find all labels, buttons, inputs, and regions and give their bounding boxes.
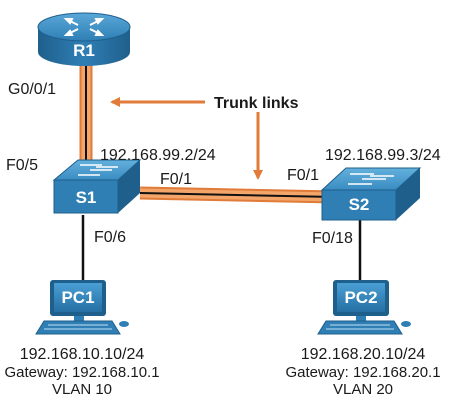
pc-icon xyxy=(35,280,129,335)
pc2-ip-address: 192.168.20.10/24 xyxy=(301,346,426,363)
pc2-label: PC2 xyxy=(344,288,377,307)
switch-icon xyxy=(320,167,422,221)
router-r1[interactable]: R1 xyxy=(37,12,131,66)
switch-s2-label: S2 xyxy=(349,195,370,214)
s2-f018-label: F0/18 xyxy=(312,230,353,247)
pc2-vlan: VLAN 20 xyxy=(333,381,393,398)
trunk-links-annotation: Trunk links xyxy=(214,95,299,112)
router-icon xyxy=(37,12,131,66)
pc1[interactable]: PC1 xyxy=(35,280,129,335)
switch-icon xyxy=(52,159,142,214)
switch-s2[interactable]: S2 xyxy=(320,167,422,221)
s1-f06-label: F0/6 xyxy=(94,229,126,246)
s1-ip-address: 192.168.99.2/24 xyxy=(100,147,216,164)
s1-f05-label: F0/5 xyxy=(6,157,38,174)
s2-ip-address: 192.168.99.3/24 xyxy=(325,147,441,164)
pc1-ip-address: 192.168.10.10/24 xyxy=(20,346,145,363)
pc1-label: PC1 xyxy=(61,288,94,307)
trunk-links xyxy=(79,58,336,204)
pc2[interactable]: PC2 xyxy=(317,280,411,335)
r1-interface-label: G0/0/1 xyxy=(8,81,56,98)
pc2-gateway: Gateway: 192.168.20.1 xyxy=(285,364,440,381)
s2-f01-label: F0/1 xyxy=(287,167,319,184)
switch-s1[interactable]: S1 xyxy=(52,159,142,214)
router-label: R1 xyxy=(73,41,95,60)
switch-s1-label: S1 xyxy=(76,188,97,207)
pc1-gateway: Gateway: 192.168.10.1 xyxy=(4,364,159,381)
pc-icon xyxy=(317,280,411,335)
pc1-vlan: VLAN 10 xyxy=(52,381,112,398)
s1-f01-label: F0/1 xyxy=(160,171,192,188)
